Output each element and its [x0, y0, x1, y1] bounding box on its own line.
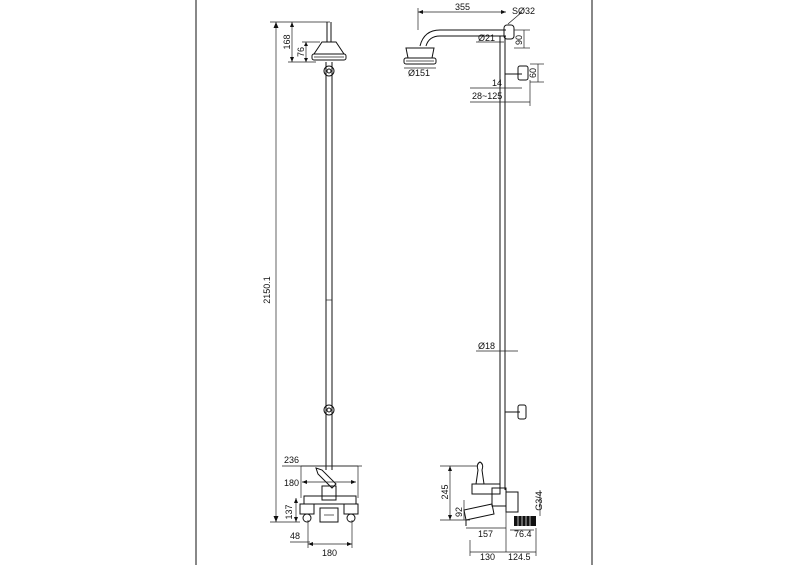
- dim-width-180-bottom: 180: [322, 548, 337, 558]
- dim-bracket-range: 28~125: [472, 91, 502, 101]
- thread-connector: [514, 516, 536, 526]
- dim-bracket-14: 14: [492, 78, 502, 88]
- dim-bracket-60: 60: [528, 68, 538, 78]
- dim-depth-76-4: 76.4: [514, 529, 532, 539]
- dim-depth-157: 157: [478, 529, 493, 539]
- front-view: 2150.1 168 76: [262, 21, 362, 558]
- dim-depth-124-5: 124.5: [508, 552, 531, 562]
- dim-head-dia: Ø151: [408, 68, 430, 78]
- dim-height-92: 92: [454, 507, 464, 517]
- dim-elbow: SØ32: [512, 6, 535, 16]
- dim-offset-48: 48: [290, 531, 300, 541]
- dim-body-width-236: 236: [284, 455, 299, 465]
- side-view: 355 SØ32 Ø21 90 Ø151 60 14: [403, 2, 544, 562]
- dim-overall-height: 2150.1: [262, 276, 272, 304]
- dim-width-180-top: 180: [284, 478, 299, 488]
- dim-depth-130: 130: [480, 552, 495, 562]
- dim-thread: G3/4: [534, 491, 544, 511]
- dim-rose-height: 76: [296, 47, 306, 57]
- dim-height-137: 137: [284, 504, 294, 519]
- dim-drop-90: 90: [514, 35, 524, 45]
- dim-arm-projection: 355: [455, 2, 470, 12]
- dim-riser-dia: Ø18: [478, 341, 495, 351]
- dim-pipe-top: Ø21: [478, 33, 495, 43]
- dim-head-height: 168: [282, 34, 292, 49]
- dim-height-245: 245: [440, 484, 450, 499]
